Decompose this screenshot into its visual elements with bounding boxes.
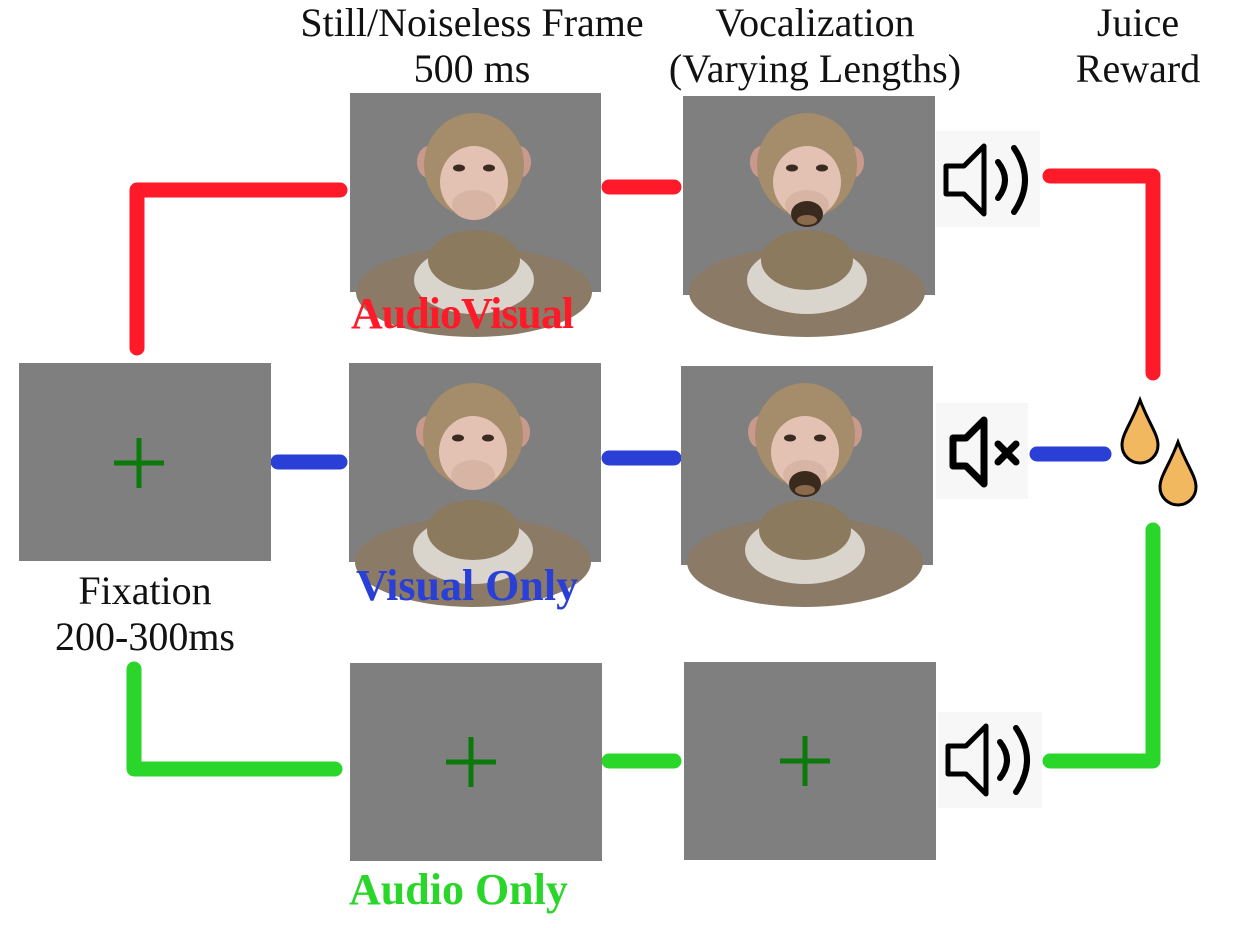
visual-only-still-frame bbox=[349, 363, 601, 607]
visual-only-path bbox=[270, 446, 1112, 470]
visual-only-label: Visual Only bbox=[356, 561, 579, 610]
speaker-icon bbox=[936, 131, 1040, 227]
fixation-panel bbox=[19, 363, 271, 561]
juice-drops-icon bbox=[1120, 395, 1198, 507]
fixation-label-line1: Fixation bbox=[78, 568, 212, 613]
speaker-icon bbox=[938, 712, 1042, 808]
visual-only-vocalization-frame bbox=[681, 366, 933, 607]
vocalization-header-line1: Vocalization bbox=[715, 0, 915, 45]
fixation-cross-icon bbox=[446, 737, 496, 787]
audiovisual-path bbox=[129, 168, 1161, 381]
speaker-muted-icon bbox=[936, 403, 1028, 499]
still-frame-header: Still/Noiseless Frame 500 ms bbox=[272, 0, 672, 92]
still-frame-header-line1: Still/Noiseless Frame bbox=[300, 0, 644, 45]
audiovisual-still-frame bbox=[350, 93, 601, 337]
audiovisual-vocalization-frame bbox=[683, 96, 935, 337]
juice-reward-header: Juice Reward bbox=[1058, 0, 1218, 92]
still-frame-header-line2: 500 ms bbox=[413, 46, 531, 91]
vocalization-header-line2: (Varying Lengths) bbox=[668, 46, 962, 91]
audiovisual-label: AudioVisual bbox=[351, 289, 574, 338]
audio-only-label: Audio Only bbox=[349, 865, 568, 914]
audio-only-still-frame bbox=[350, 663, 602, 861]
juice-reward-header-line1: Juice bbox=[1096, 0, 1180, 45]
fixation-cross-icon bbox=[114, 438, 164, 488]
fixation-cross-icon bbox=[780, 736, 830, 786]
audio-only-vocalization-frame bbox=[684, 662, 936, 860]
fixation-label-line2: 200-300ms bbox=[55, 614, 235, 659]
juice-reward-header-line2: Reward bbox=[1075, 46, 1201, 91]
vocalization-header: Vocalization (Varying Lengths) bbox=[640, 0, 990, 92]
fixation-label: Fixation 200-300ms bbox=[20, 568, 270, 660]
audio-only-path bbox=[126, 522, 1161, 777]
